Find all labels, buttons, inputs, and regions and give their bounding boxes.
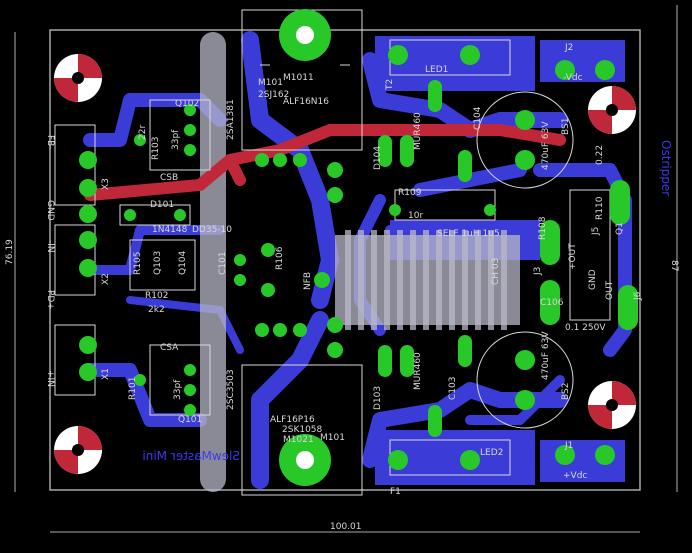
lbl-cap-top: 470uF 63V bbox=[541, 121, 551, 170]
lbl-2sa1381: 2SA1381 bbox=[226, 99, 236, 140]
lbl-alf-top: ALF16N16 bbox=[283, 97, 329, 107]
dim-bottom-label: 100.01 bbox=[330, 522, 362, 532]
lbl-ch03: CH 03 bbox=[491, 258, 501, 285]
lbl-j2: J2 bbox=[564, 43, 573, 53]
lbl-1n4148: 1N4148 bbox=[152, 225, 188, 235]
lbl-r110: R110 bbox=[595, 196, 605, 220]
lbl-2k2: 2k2 bbox=[148, 305, 165, 315]
mounting-holes bbox=[54, 9, 636, 486]
lbl-m101: M101 bbox=[258, 78, 283, 88]
pads bbox=[79, 45, 638, 470]
lbl-m101b: M101 bbox=[320, 433, 345, 443]
lbl-c103: C103 bbox=[448, 377, 458, 400]
lbl-led1: LED1 bbox=[425, 65, 448, 75]
lbl-led2: LED2 bbox=[480, 448, 503, 458]
lbl-csb: CSB bbox=[160, 173, 178, 183]
lbl-r109: R109 bbox=[398, 188, 422, 198]
heatsink-bar bbox=[200, 32, 226, 492]
lbl-d101: D101 bbox=[150, 200, 174, 210]
lbl-q104: Q104 bbox=[178, 250, 188, 275]
lbl-pd-plus: PD+ bbox=[45, 290, 55, 310]
lbl-r102: R102 bbox=[145, 291, 168, 301]
lbl-c101: C101 bbox=[218, 252, 228, 275]
lbl-bs2: BS2 bbox=[561, 383, 571, 400]
lbl-33pf-bot: 33pf bbox=[173, 379, 183, 400]
lbl-x3: X3 bbox=[101, 178, 111, 190]
lbl-csa: CSA bbox=[160, 343, 179, 353]
lbl-22r: 22r bbox=[138, 125, 148, 140]
lbl-d103: D103 bbox=[373, 386, 383, 410]
lbl-m1011: M1011 bbox=[283, 73, 314, 83]
lbl-dd: DD35-10 bbox=[192, 225, 232, 235]
lbl-d104: D104 bbox=[373, 146, 383, 170]
heatsink-fins bbox=[345, 230, 507, 330]
lbl-fb-minus: FB- bbox=[45, 135, 55, 150]
lbl-10r: 10r bbox=[408, 211, 423, 221]
lbl-r101: R101 bbox=[128, 377, 138, 400]
lbl-01-250v: 0.1 250V bbox=[565, 323, 606, 333]
lbl-q1: Q1 bbox=[615, 222, 625, 235]
lbl-q102: Q102 bbox=[175, 99, 199, 109]
lbl-gnd: GND bbox=[45, 200, 55, 221]
lbl-j1: J1 bbox=[564, 441, 573, 451]
brand-author: Ostripper bbox=[659, 140, 673, 196]
lbl-vpos: +Vdc bbox=[563, 471, 587, 481]
lbl-nfb: NFB bbox=[303, 272, 313, 290]
silkscreen bbox=[54, 9, 611, 496]
dim-right-label: 87 bbox=[669, 260, 679, 271]
lbl-self: SELF 1uH 1u5 bbox=[437, 229, 500, 239]
lbl-2sj162: 2SJ162 bbox=[258, 90, 289, 100]
dim-left-label: 76.19 bbox=[5, 239, 15, 265]
lbl-2sc3503: 2SC3503 bbox=[226, 369, 236, 410]
lbl-r106: R106 bbox=[275, 246, 285, 270]
lbl-r108: R108 bbox=[538, 216, 548, 240]
lbl-cap-bot: 470uF 63V bbox=[541, 331, 551, 380]
lbl-gnd2: GND bbox=[588, 269, 598, 290]
brand-name: SlewMaster Mini bbox=[142, 449, 240, 463]
lbl-j3: J3 bbox=[533, 267, 543, 276]
lbl-mur2: MUR460 bbox=[413, 352, 423, 390]
lbl-out: OUT bbox=[605, 280, 615, 300]
lbl-r103: R103 bbox=[151, 137, 161, 160]
lbl-j6: J6 bbox=[633, 291, 643, 301]
lbl-vneg: -Vdc bbox=[563, 73, 583, 83]
lbl-in-plus: +IN bbox=[45, 370, 55, 387]
lbl-f1: F1 bbox=[390, 487, 401, 497]
lbl-c106: C106 bbox=[540, 298, 564, 308]
lbl-bs1: BS1 bbox=[561, 118, 571, 135]
lbl-alf-bot: ALF16P16 bbox=[270, 415, 315, 425]
lbl-x2: X2 bbox=[101, 273, 111, 285]
lbl-q101: Q101 bbox=[178, 415, 202, 425]
lbl-33pf-top: 33pf bbox=[171, 129, 181, 150]
lbl-c104: C104 bbox=[473, 106, 483, 130]
lbl-in-minus: -IN bbox=[45, 240, 55, 253]
board-outline bbox=[49, 29, 641, 491]
lbl-q103: Q103 bbox=[153, 251, 163, 275]
lbl-mur: MUR460 bbox=[413, 112, 423, 150]
lbl-j5: J5 bbox=[591, 227, 601, 236]
lbl-2sk1058: 2SK1058 bbox=[282, 425, 323, 435]
lbl-r105: R105 bbox=[133, 252, 143, 275]
lbl-022: 0.22 bbox=[595, 145, 605, 165]
lbl-t2: T2 bbox=[385, 79, 395, 91]
lbl-m1021: M1021 bbox=[283, 435, 314, 445]
lbl-x1: X1 bbox=[101, 368, 111, 380]
lbl-out-plus: +OUT bbox=[568, 243, 578, 270]
